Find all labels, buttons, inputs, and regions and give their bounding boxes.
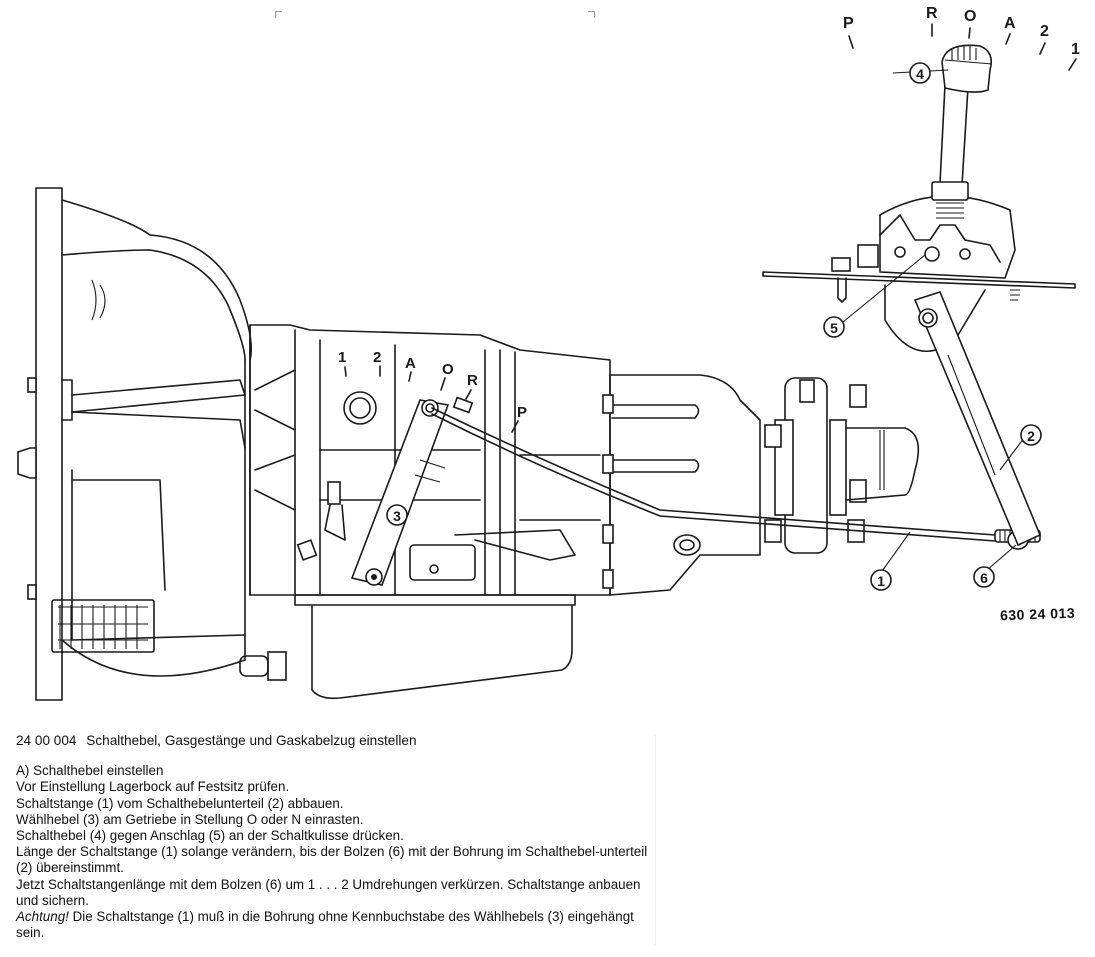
step-2: Schaltstange (1) vom Schalthebeluntertei… (16, 795, 344, 811)
technical-drawing: P R O A 2 1 1 2 A O R P 4 5 2 (17, 5, 1080, 701)
lever-gate-labels: P R O A 2 1 (843, 5, 1080, 71)
shift-rod-1 (431, 407, 1041, 550)
shift-lever-assembly (762, 44, 1076, 547)
step-4: Schalthebel (4) gegen Anschlag (5) an de… (16, 828, 404, 844)
transmission-shift-linkage-drawing: P R O A 2 1 1 2 A O R P 4 5 2 (17, 5, 1080, 701)
page-edge-divider (655, 735, 656, 945)
callout-5: 5 (823, 316, 845, 338)
step-6: Jetzt Schaltstangenlänge mit dem Bolzen … (16, 876, 641, 908)
section-title: Schalthebel, Gasgestänge und Gaskabelzug… (86, 733, 417, 748)
callout-3: 3 (386, 504, 408, 526)
gearbox-pos-A: A (405, 355, 416, 372)
step-3: Wählhebel (3) am Getriebe in Stellung O … (16, 811, 364, 827)
subsection-title: A) Schalthebel einstellen (16, 763, 164, 779)
callout-2-number: 2 (1027, 428, 1035, 444)
warning-label: Achtung! (16, 909, 69, 925)
callout-4: 4 (909, 62, 931, 84)
bell-housing (17, 187, 253, 701)
callout-1-number: 1 (877, 573, 885, 589)
gearbox-housing (239, 324, 611, 700)
callout-1: 1 (870, 569, 892, 591)
step-1: Vor Einstellung Lagerbock auf Festsitz p… (16, 779, 290, 795)
callout-2: 2 (1020, 424, 1042, 446)
callout-6: 6 (973, 566, 995, 588)
instruction-text: 24 00 004 Schalthebel, Gasgestänge und G… (16, 733, 656, 941)
tail-housing (602, 374, 761, 596)
step-5: Länge der Schaltstange (1) solange verän… (16, 844, 648, 876)
gearbox-pos-R: R (467, 372, 478, 389)
lever-pos-A: A (1004, 15, 1016, 32)
selector-lever-3 (350, 396, 474, 586)
lever-pos-R: R (926, 5, 938, 22)
lever-pos-O: O (964, 8, 976, 25)
registration-mark-right (588, 11, 595, 18)
callout-6-number: 6 (980, 570, 988, 586)
registration-mark-left (275, 11, 282, 18)
gearbox-pos-1: 1 (338, 349, 346, 366)
gearbox-position-labels: 1 2 A O R P (338, 349, 527, 433)
vent-grille (58, 605, 148, 649)
warning-text: Die Schaltstange (1) muß in die Bohrung … (16, 909, 634, 941)
warning: Achtung! Die Schaltstange (1) muß in die… (16, 909, 656, 941)
lever-pos-P: P (843, 15, 854, 32)
drive-flange (764, 377, 920, 554)
callout-4-number: 4 (916, 66, 924, 82)
drawing-number: 630 24 013 (999, 604, 1076, 624)
section-code: 24 00 004 (16, 733, 77, 748)
callout-5-number: 5 (830, 320, 838, 336)
leader-lines (842, 69, 1025, 575)
gearbox-pos-2: 2 (373, 349, 381, 366)
section-heading: 24 00 004 Schalthebel, Gasgestänge und G… (16, 733, 656, 749)
gearbox-pos-O: O (442, 361, 454, 378)
callout-3-number: 3 (393, 508, 401, 524)
gearbox-pos-P: P (517, 404, 527, 421)
lever-pos-2: 2 (1040, 23, 1049, 40)
lever-pos-1: 1 (1071, 41, 1080, 58)
